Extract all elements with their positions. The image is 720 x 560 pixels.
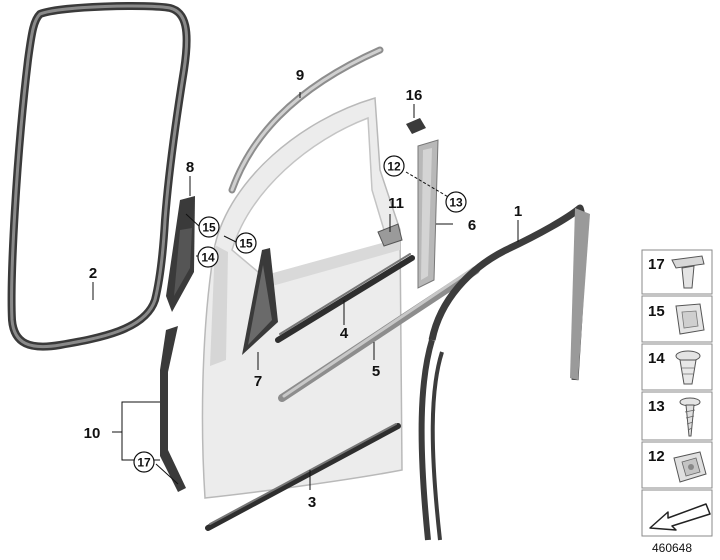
circled-ref-15-inner: 15: [198, 216, 220, 238]
circled-ref-17: 17: [133, 451, 155, 473]
callout-9: 9: [296, 67, 304, 84]
svg-text:12: 12: [387, 160, 401, 174]
svg-text:13: 13: [449, 196, 463, 210]
circled-ref-15-outer: 15: [235, 232, 257, 254]
callout-10: 10: [84, 425, 101, 442]
callout-5: 5: [372, 363, 380, 380]
door-seal-ring: [7, 2, 191, 351]
legend-label-14: 14: [648, 350, 665, 367]
legend-box-13: [641, 391, 713, 441]
legend-box-14: [641, 343, 713, 391]
callout-8: 8: [186, 159, 194, 176]
square-clip-icon: [675, 303, 705, 335]
end-cap: [406, 118, 426, 134]
window-frame-seal: [418, 204, 590, 541]
callout-6: 6: [468, 217, 476, 234]
callout-1: 1: [514, 203, 522, 220]
inner-window-seal: [275, 255, 415, 343]
bracket: [377, 223, 403, 247]
mirror-triangle-trim: [242, 248, 278, 355]
pillar-trim: [417, 139, 439, 289]
callout-16: 16: [406, 87, 423, 104]
svg-text:15: 15: [202, 221, 216, 235]
inner-pillar-trim: [166, 196, 195, 312]
fastener-legend: 17 15 14 13 12: [641, 249, 713, 537]
legend-label-12: 12: [648, 448, 665, 465]
callout-4: 4: [340, 325, 349, 342]
circled-ref-12: 12: [383, 155, 405, 177]
direction-arrow-icon: [649, 503, 711, 531]
door-shell: [201, 97, 403, 499]
legend-label-15: 15: [648, 303, 665, 320]
callout-2: 2: [89, 265, 97, 282]
expanding-rivet-icon: [675, 350, 701, 385]
callout-3: 3: [308, 494, 316, 511]
callout-11: 11: [388, 195, 404, 212]
svg-text:17: 17: [137, 456, 151, 470]
screw-icon: [679, 397, 701, 437]
lower-pillar-seal: [160, 326, 186, 492]
trim-clip-icon: [671, 255, 705, 289]
legend-label-13: 13: [648, 398, 665, 415]
circled-ref-13: 13: [445, 191, 467, 213]
circled-ref-14: 14: [197, 246, 219, 268]
diagram-code: 460648: [652, 541, 692, 555]
svg-text:14: 14: [201, 251, 215, 265]
callout-7: 7: [254, 373, 262, 390]
svg-text:15: 15: [239, 237, 253, 251]
nut-clip-icon: [673, 451, 707, 483]
bottom-door-seal: [205, 423, 401, 531]
legend-label-17: 17: [648, 256, 665, 273]
